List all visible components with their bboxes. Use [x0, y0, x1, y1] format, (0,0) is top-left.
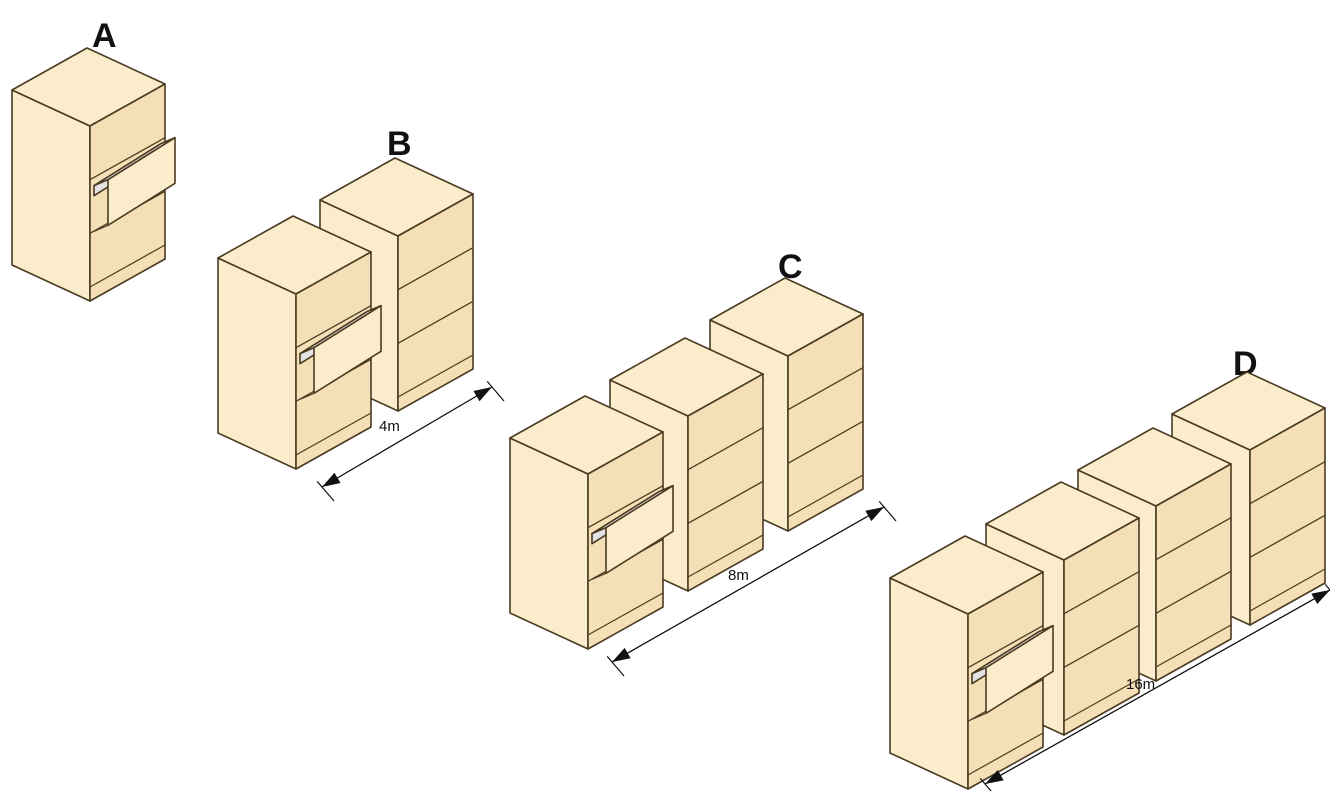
drawer-side-edge	[591, 572, 607, 580]
drawer-side-edge	[93, 224, 109, 232]
drawer-front-open	[107, 136, 176, 227]
cabinet-side-panel	[889, 577, 969, 790]
cabinet-a-1	[11, 47, 176, 302]
cabinet-plinth-line	[587, 592, 664, 636]
drawer-divider-line	[787, 420, 864, 464]
drawer-divider-line	[1249, 514, 1326, 558]
dimension-arrowhead	[322, 472, 341, 487]
cabinet-b-1	[217, 215, 382, 470]
cabinet-plinth-line	[89, 244, 166, 288]
dimension-tick	[486, 381, 505, 402]
drawer-divider-line	[687, 427, 764, 471]
drawer-divider-line	[1249, 461, 1326, 505]
dimension-label-c: 8m	[728, 567, 749, 584]
cabinet-front	[687, 373, 764, 592]
group-label-b: B	[387, 125, 412, 163]
cabinet-plinth-line	[1155, 624, 1232, 668]
dimension-tick	[316, 481, 335, 502]
cabinet-plinth-line	[1249, 568, 1326, 612]
drawer-front-open	[313, 304, 382, 395]
drawer-divider-line	[89, 137, 166, 181]
dimension-tick	[1324, 584, 1330, 591]
cabinet-plinth-line	[1063, 678, 1140, 722]
drawer-divider-line	[295, 305, 372, 349]
drawer-divider-line	[967, 625, 1044, 669]
cabinet-side-panel	[11, 89, 91, 302]
cabinet-front	[787, 313, 864, 532]
cabinets-layer	[11, 47, 1326, 790]
drawer-divider-line	[1155, 570, 1232, 614]
cabinet-d-1	[889, 535, 1054, 790]
cabinet-plinth-line	[687, 534, 764, 578]
dimension-line-d	[979, 584, 1330, 791]
drawer-divider-line	[1063, 571, 1140, 615]
cabinet-front	[1249, 407, 1326, 626]
cabinet-plinth-line	[787, 474, 864, 518]
drawer-divider-line	[397, 247, 474, 291]
group-label-a: A	[92, 17, 117, 55]
drawer-divider-line	[397, 300, 474, 344]
drawer-side-edge	[299, 392, 315, 400]
drawer-divider-line	[1155, 517, 1232, 561]
dimension-line	[984, 589, 1330, 785]
dimension-tick	[878, 501, 897, 522]
dimension-line-b	[316, 381, 505, 502]
drawer-divider-line	[1063, 624, 1140, 668]
dimension-label-d: 16m	[1126, 676, 1155, 693]
drawer-divider-line	[687, 480, 764, 524]
drawer-front-open	[605, 484, 674, 575]
cabinet-front	[397, 193, 474, 412]
dimension-tick	[979, 778, 992, 791]
dimension-line	[611, 506, 885, 663]
cabinet-side-panel	[509, 437, 589, 650]
cabinet-front	[1063, 517, 1140, 736]
dimension-arrowhead	[1311, 590, 1330, 605]
dimension-line	[321, 386, 493, 488]
cabinet-front	[1155, 463, 1232, 682]
dimension-arrowhead	[985, 769, 1004, 784]
dimension-line-c	[606, 501, 897, 677]
cabinet-c-1	[509, 395, 674, 650]
dimension-arrowhead	[473, 387, 492, 402]
drawer-front-open	[985, 624, 1054, 715]
drawer-divider-line	[587, 485, 664, 529]
dimension-arrowhead	[612, 647, 631, 662]
drawer-divider-line	[787, 367, 864, 411]
cabinet-plinth-line	[397, 354, 474, 398]
cabinet-plinth-line	[295, 412, 372, 456]
drawer-side-edge	[971, 712, 987, 720]
cabinet-side-panel	[217, 257, 297, 470]
dimension-tick	[606, 656, 625, 677]
dimension-arrowhead	[865, 507, 884, 522]
cabinet-plinth-line	[967, 732, 1044, 776]
dimension-label-b: 4m	[379, 418, 400, 435]
